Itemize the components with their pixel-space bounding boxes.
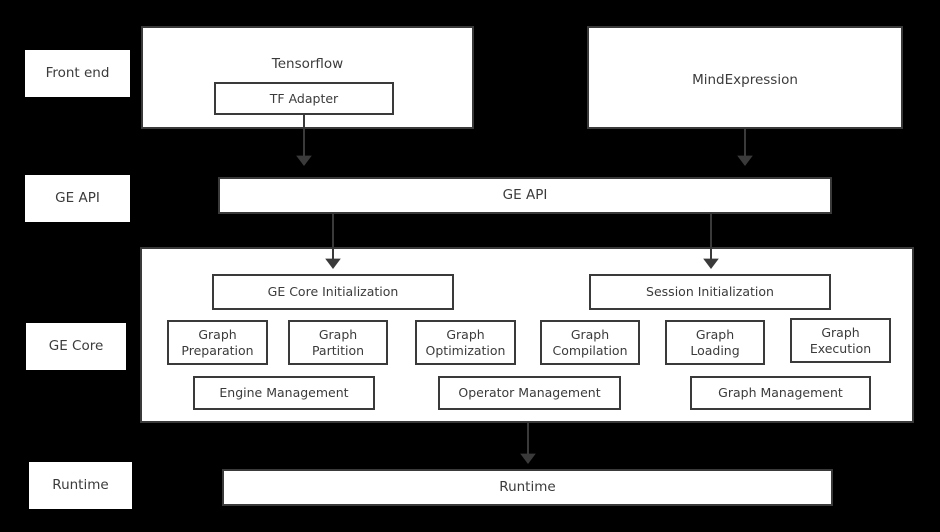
bar-ge-api[interactable]: GE API [218, 177, 832, 214]
block-session-initialization-label: Session Initialization [646, 284, 774, 300]
bar-runtime-label: Runtime [499, 479, 556, 496]
tier-label-ge-core: GE Core [26, 323, 126, 370]
tier-label-runtime: Runtime [29, 462, 132, 509]
block-operator-management-label: Operator Management [458, 385, 601, 401]
platform-mindexpression: MindExpression [587, 26, 903, 129]
block-tf-adapter[interactable]: TF Adapter [214, 82, 394, 115]
block-engine-management-label: Engine Management [219, 385, 349, 401]
block-engine-management[interactable]: Engine Management [193, 376, 375, 410]
tier-label-ge-api-text: GE API [55, 190, 100, 207]
bar-ge-api-label: GE API [502, 187, 548, 204]
bar-runtime[interactable]: Runtime [222, 469, 833, 506]
tier-label-front-end-text: Front end [45, 65, 110, 82]
block-graph-management-label: Graph Management [718, 385, 843, 401]
platform-mindexpression-label: MindExpression [692, 72, 798, 88]
tier-label-runtime-text: Runtime [52, 477, 109, 494]
block-session-initialization[interactable]: Session Initialization [589, 274, 831, 310]
block-graph-management[interactable]: Graph Management [690, 376, 871, 410]
block-tf-adapter-label: TF Adapter [269, 90, 339, 106]
block-ge-core-initialization[interactable]: GE Core Initialization [212, 274, 454, 310]
platform-tensorflow-label: Tensorflow [271, 56, 344, 72]
block-operator-management[interactable]: Operator Management [438, 376, 621, 410]
tier-label-ge-core-text: GE Core [48, 338, 104, 355]
tier-label-ge-api: GE API [25, 175, 130, 222]
block-ge-core-initialization-label: GE Core Initialization [267, 284, 399, 300]
tier-label-front-end: Front end [25, 50, 130, 97]
